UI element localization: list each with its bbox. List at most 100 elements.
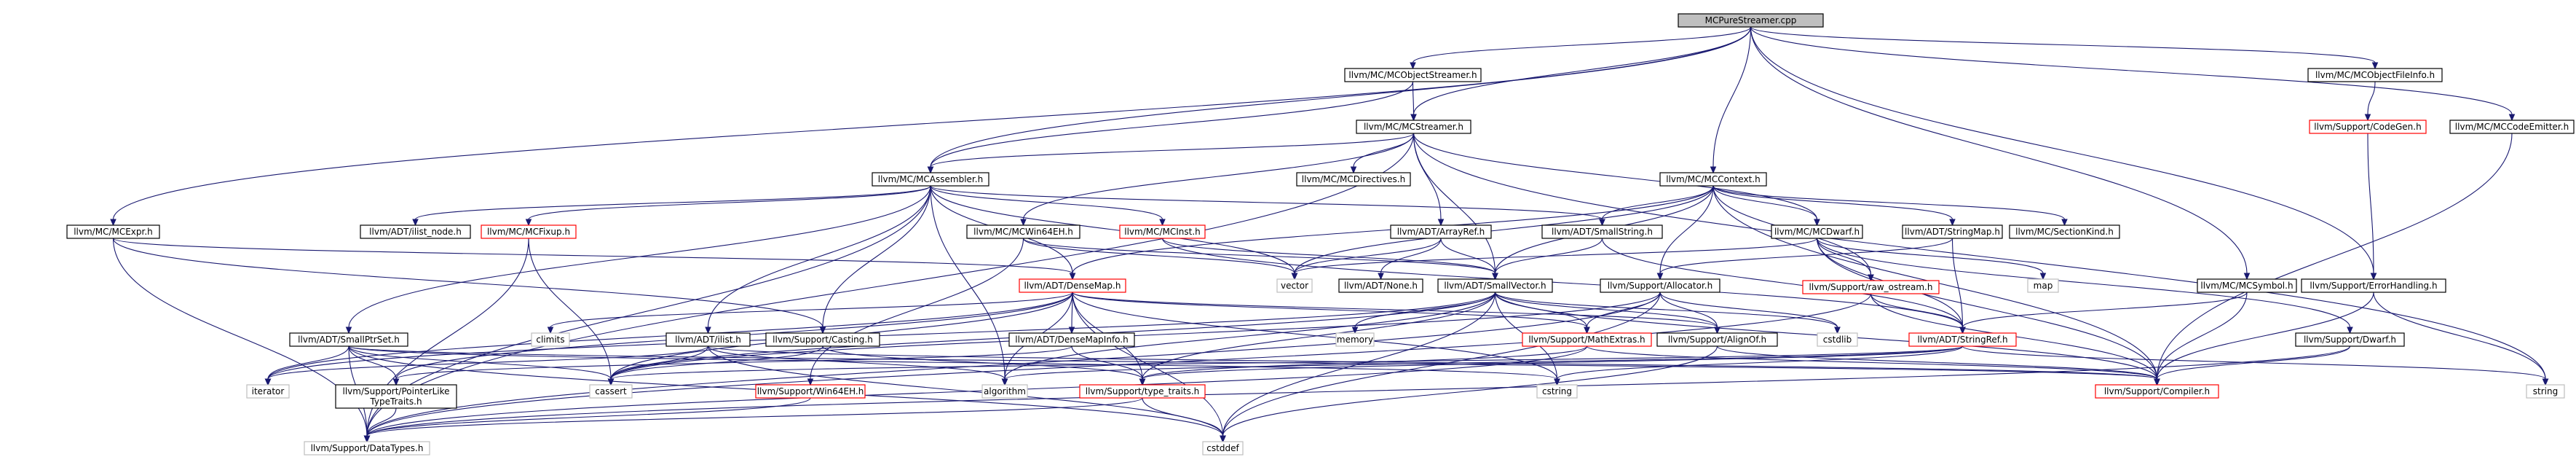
edge-mcdwarf-to-map: [1816, 238, 2047, 281]
node-win64eh[interactable]: llvm/Support/Win64EH.h: [755, 384, 866, 399]
node-mcobjfileinfo[interactable]: llvm/MC/MCObjectFileInfo.h: [2307, 68, 2443, 82]
node-cassert[interactable]: cassert: [589, 384, 633, 399]
node-codegen[interactable]: llvm/Support/CodeGen.h: [2309, 120, 2427, 134]
edge-mcassembler-to-smallptrset: [345, 185, 931, 335]
node-box: [589, 384, 633, 399]
node-label: llvm/MC/MCCodeEmitter.h: [2455, 122, 2569, 132]
node-mccodeemitter[interactable]: llvm/MC/MCCodeEmitter.h: [2449, 120, 2575, 134]
node-datatypes[interactable]: llvm/Support/DataTypes.h: [304, 441, 430, 456]
node-label: llvm/MC/SectionKind.h: [2015, 227, 2114, 237]
node-mccontext[interactable]: llvm/MC/MCContext.h: [1659, 172, 1767, 187]
node-mcstreamer[interactable]: llvm/MC/MCStreamer.h: [1356, 120, 1471, 134]
node-smallvector[interactable]: llvm/ADT/SmallVector.h: [1437, 278, 1553, 293]
node-label: llvm/MC/MCContext.h: [1666, 174, 1760, 184]
node-label: llvm/Support/Win64EH.h: [757, 386, 864, 396]
node-mcsymbol[interactable]: llvm/MC/MCSymbol.h: [2197, 278, 2297, 293]
node-box: [1296, 172, 1411, 187]
node-box: [2295, 332, 2405, 347]
node-string[interactable]: string: [2526, 384, 2565, 399]
edge-mcobjstreamer-to-mcstreamer: [1410, 81, 1417, 122]
node-mcwin64eh[interactable]: llvm/MC/MCWin64EH.h: [966, 224, 1080, 239]
edge-smallvector-to-alignof: [1494, 292, 1720, 335]
node-box: [1019, 278, 1126, 293]
edge-smallvector-to-iterator: [264, 292, 1496, 386]
node-label: llvm/ADT/StringMap.h: [1905, 227, 2000, 237]
edge-root-to-errorhandling: [1750, 26, 2377, 281]
node-densemapinfo[interactable]: llvm/ADT/DenseMapInfo.h: [1008, 332, 1135, 347]
node-casting[interactable]: llvm/Support/Casting.h: [765, 332, 880, 347]
node-label: llvm/MC/MCInst.h: [1124, 227, 1201, 237]
node-stringmap[interactable]: llvm/ADT/StringMap.h: [1902, 224, 2003, 239]
node-stringref[interactable]: llvm/ADT/StringRef.h: [1908, 332, 2017, 347]
node-densemap[interactable]: llvm/ADT/DenseMap.h: [1019, 278, 1126, 293]
node-label: llvm/Support/Allocator.h: [1608, 281, 1712, 291]
node-mcfixup[interactable]: llvm/MC/MCFixup.h: [481, 224, 577, 239]
node-mcobjstreamer[interactable]: llvm/MC/MCObjectStreamer.h: [1344, 68, 1482, 82]
edge-mcexpr-to-casting: [112, 238, 826, 335]
node-box: [2095, 384, 2219, 399]
node-root[interactable]: MCPureStreamer.cpp: [1678, 13, 1824, 28]
node-box: [481, 224, 577, 239]
node-cstdlib[interactable]: cstdlib: [1817, 332, 1858, 347]
node-box: [1008, 332, 1135, 347]
node-alignof[interactable]: llvm/Support/AlignOf.h: [1656, 332, 1778, 347]
node-label: string: [2533, 386, 2558, 396]
node-label: llvm/MC/MCWin64EH.h: [973, 227, 1073, 237]
node-algorithm[interactable]: algorithm: [981, 384, 1028, 399]
node-arrayref[interactable]: llvm/ADT/ArrayRef.h: [1390, 224, 1492, 239]
node-none[interactable]: llvm/ADT/None.h: [1338, 278, 1423, 293]
edge-dwarf-to-compiler: [2154, 345, 2351, 386]
node-rawostream[interactable]: llvm/Support/raw_ostream.h: [1802, 280, 1940, 294]
edge-alignof-to-compiler: [1716, 345, 2160, 386]
node-label: llvm/ADT/DenseMapInfo.h: [1015, 335, 1128, 345]
node-typetraits[interactable]: llvm/Support/type_traits.h: [1079, 384, 1206, 399]
node-box: [304, 441, 430, 456]
edge-mcwin64eh-to-vector: [1022, 238, 1298, 281]
edge-mcdwarf-to-dwarf: [1816, 238, 2353, 335]
node-smallptrset[interactable]: llvm/ADT/SmallPtrSet.h: [289, 332, 408, 347]
node-allocator[interactable]: llvm/Support/Allocator.h: [1600, 278, 1720, 293]
node-mcexpr[interactable]: llvm/MC/MCExpr.h: [66, 224, 160, 239]
node-box: [2526, 384, 2565, 399]
edge-mcstreamer-to-smallvector: [1413, 133, 1498, 281]
node-smallstring[interactable]: llvm/ADT/SmallString.h: [1541, 224, 1663, 239]
node-map[interactable]: map: [2027, 278, 2059, 293]
node-label: llvm/Support/type_traits.h: [1086, 386, 1200, 396]
node-label: llvm/Support/ErrorHandling.h: [2310, 281, 2437, 291]
node-box: [246, 384, 290, 399]
node-ilist[interactable]: llvm/ADT/ilist.h: [665, 332, 751, 347]
node-vector[interactable]: vector: [1276, 278, 1313, 293]
node-sectionkind[interactable]: llvm/MC/SectionKind.h: [2009, 224, 2120, 239]
edge-root-to-mcobjfileinfo: [1750, 26, 2379, 70]
edge-mcstreamer-to-arrayref: [1413, 133, 1445, 227]
node-mcdwarf[interactable]: llvm/MC/MCDwarf.h: [1771, 224, 1863, 239]
node-dwarf[interactable]: llvm/Support/Dwarf.h: [2295, 332, 2405, 347]
node-ilistnode[interactable]: llvm/ADT/ilist_node.h: [360, 224, 471, 239]
node-iterator[interactable]: iterator: [246, 384, 290, 399]
edge-dwarf-to-datatypes: [363, 345, 2351, 443]
node-cstring[interactable]: cstring: [1536, 384, 1578, 399]
node-label: llvm/ADT/SmallPtrSet.h: [298, 335, 400, 345]
node-mathextras[interactable]: llvm/Support/MathExtras.h: [1522, 332, 1652, 347]
node-mcdirectives[interactable]: llvm/MC/MCDirectives.h: [1296, 172, 1411, 187]
node-label: cstring: [1542, 386, 1572, 396]
node-box: [1771, 224, 1863, 239]
edge-mccontext-to-stringmap: [1712, 185, 1956, 227]
node-cstddef[interactable]: cstddef: [1202, 441, 1244, 456]
node-mcassembler[interactable]: llvm/MC/MCAssembler.h: [872, 172, 989, 187]
node-label: llvm/MC/MCObjectFileInfo.h: [2315, 70, 2435, 80]
node-label: llvm/MC/MCExpr.h: [74, 227, 153, 237]
node-errorhandling[interactable]: llvm/Support/ErrorHandling.h: [2301, 278, 2446, 293]
node-box: [1600, 278, 1720, 293]
node-memory[interactable]: memory: [1335, 332, 1375, 347]
node-climits[interactable]: climits: [531, 332, 570, 347]
node-box: [1202, 441, 1244, 456]
edge-mcassembler-to-smallstring: [930, 185, 1605, 227]
node-label: llvm/ADT/ilist_node.h: [369, 227, 462, 237]
node-compiler[interactable]: llvm/Support/Compiler.h: [2095, 384, 2219, 399]
node-label: llvm/Support/MathExtras.h: [1528, 335, 1645, 345]
edge-allocator-to-cstddef: [1220, 292, 1661, 443]
node-mcinst[interactable]: llvm/MC/MCInst.h: [1119, 224, 1206, 239]
